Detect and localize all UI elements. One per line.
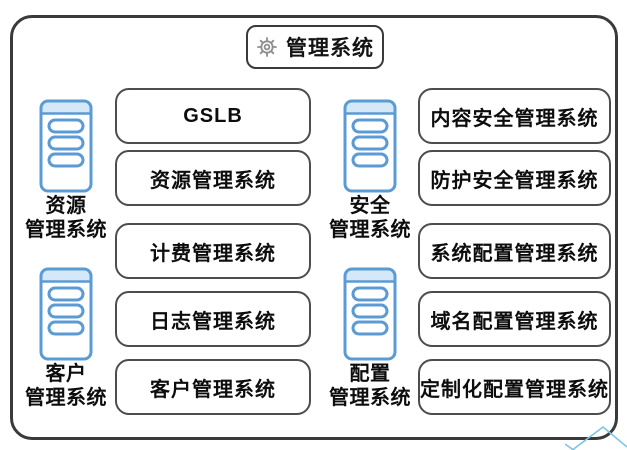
server-icon [343,99,397,193]
box-system-config-management: 系统配置管理系统 [418,223,611,279]
server-icon [39,99,93,193]
server-icon [343,267,397,361]
management-system-node: 管理系统 [246,25,384,69]
box-log-management: 日志管理系统 [115,291,311,347]
diagram-title: 管理系统 [286,37,374,60]
box-protection-security-management: 防护安全管理系统 [418,150,611,206]
box-resource-management: 资源管理系统 [115,150,311,206]
group-customer-management-system: 客户 管理系统 [16,267,116,410]
group-label: 配置 管理系统 [329,363,411,409]
server-icon [39,267,93,361]
group-label: 资源 管理系统 [25,195,107,241]
gear-icon [256,36,278,58]
box-domain-config-management: 域名配置管理系统 [418,291,611,347]
box-customer-management: 客户管理系统 [115,359,311,415]
box-gslb: GSLB [115,88,311,144]
box-billing-management: 计费管理系统 [115,223,311,279]
box-custom-config-management: 定制化配置管理系统 [418,359,611,415]
group-config-management-system: 配置 管理系统 [320,267,420,410]
mountain-watermark-icon [564,420,627,450]
group-security-management-system: 安全 管理系统 [320,99,420,242]
group-label: 安全 管理系统 [329,195,411,241]
group-resource-management-system: 资源 管理系统 [16,99,116,242]
box-content-security-management: 内容安全管理系统 [418,88,611,144]
group-label: 客户 管理系统 [25,363,107,409]
